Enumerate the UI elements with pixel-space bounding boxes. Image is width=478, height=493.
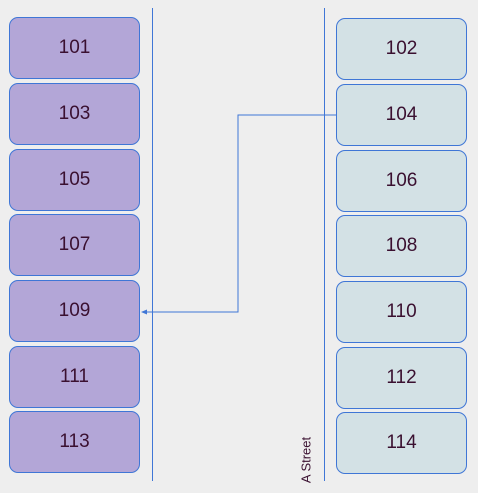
unit-box-101: 101 — [9, 17, 140, 79]
unit-box-106: 106 — [336, 150, 467, 212]
unit-box-111: 111 — [9, 346, 140, 408]
unit-box-108: 108 — [336, 215, 467, 277]
street-label: A Street — [298, 436, 314, 484]
unit-box-112: 112 — [336, 347, 467, 409]
left-divider-line — [152, 8, 153, 481]
unit-box-114: 114 — [336, 412, 467, 474]
unit-box-104: 104 — [336, 84, 467, 146]
unit-box-103: 103 — [9, 83, 140, 145]
unit-box-105: 105 — [9, 149, 140, 211]
unit-box-102: 102 — [336, 18, 467, 80]
unit-box-110: 110 — [336, 281, 467, 343]
unit-box-107: 107 — [9, 214, 140, 276]
unit-box-113: 113 — [9, 411, 140, 473]
street-line — [324, 8, 325, 481]
unit-box-109: 109 — [9, 280, 140, 342]
